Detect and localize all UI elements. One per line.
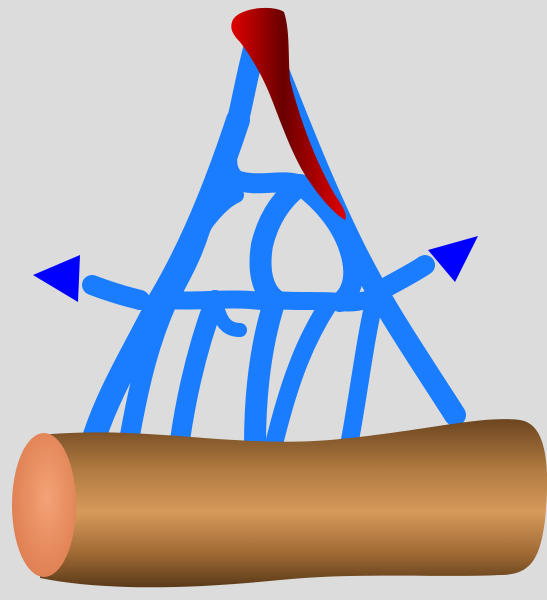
brown-cylinder <box>12 419 547 587</box>
left-arrow-head <box>33 255 80 302</box>
right-arrow-head <box>428 236 478 282</box>
network-low-branch-4 <box>275 302 330 440</box>
cylinder-end-cap <box>12 433 76 577</box>
network-mid-branch-2 <box>261 185 300 300</box>
network-left-leg <box>95 120 238 435</box>
network-left-arm <box>92 285 140 300</box>
cylinder-body <box>40 419 547 587</box>
network-low-branch-1 <box>130 300 168 435</box>
network-low-branch-2 <box>180 300 215 440</box>
network-low-branch-5 <box>350 298 375 440</box>
network-right-arm <box>378 265 425 292</box>
